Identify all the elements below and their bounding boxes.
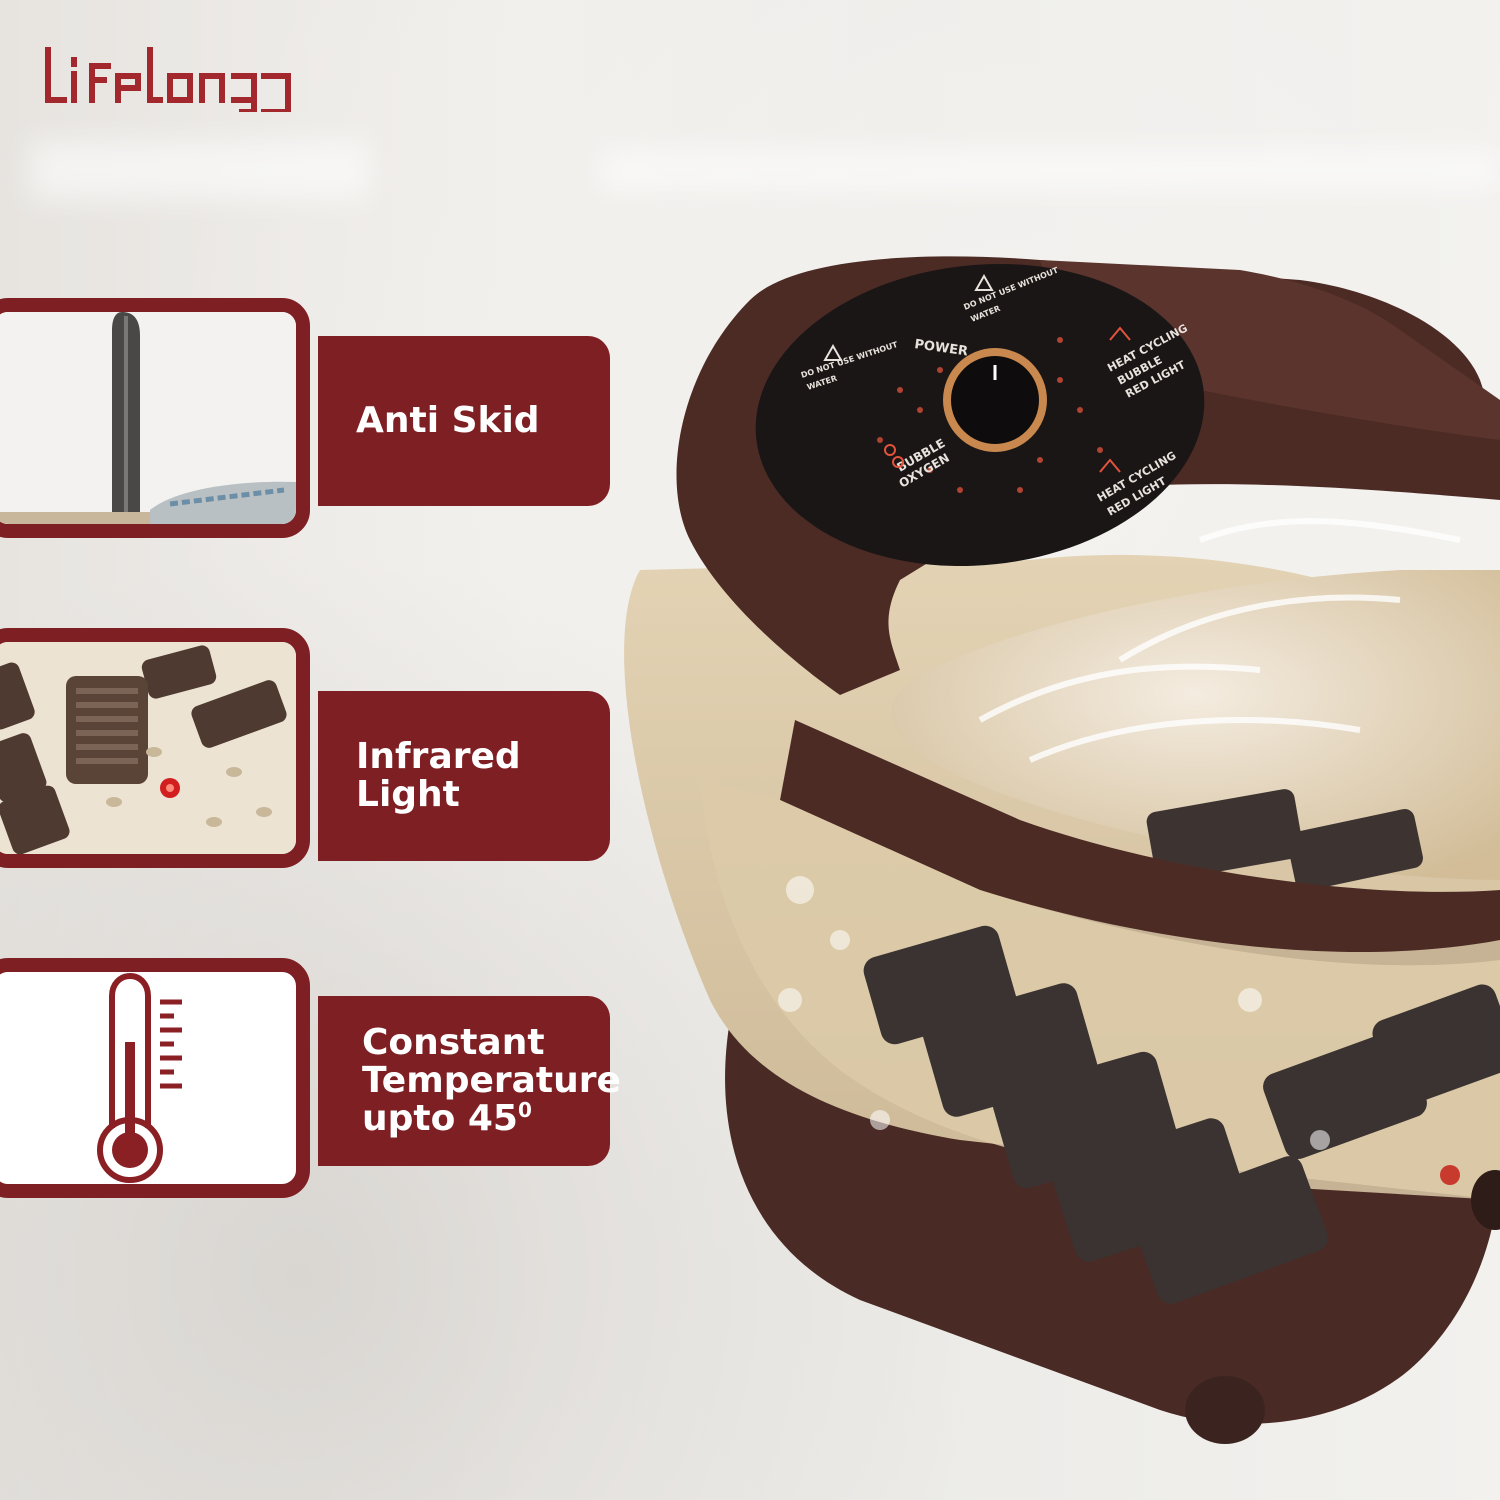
warning-icon bbox=[974, 273, 994, 291]
bubble-icon bbox=[884, 444, 896, 456]
heat-icon bbox=[1109, 326, 1131, 341]
power-label: POWER bbox=[913, 337, 968, 359]
background-shelf bbox=[600, 150, 1500, 190]
thermometer-photo bbox=[0, 958, 310, 1198]
warning-icon bbox=[823, 343, 843, 361]
feature-text: Constant Temperature upto 450 bbox=[362, 1022, 621, 1139]
background-shelf bbox=[30, 140, 370, 200]
feature-text: Infrared Light bbox=[356, 736, 521, 815]
feature-label-temperature: Constant Temperature upto 450 bbox=[318, 996, 621, 1166]
infrared-light-photo bbox=[0, 628, 310, 868]
foot-spa-product: POWER DO NOT USE WITHOUT WATER DO NOT US… bbox=[624, 256, 1500, 1444]
feature-text: Anti Skid bbox=[356, 400, 540, 441]
heat-icon bbox=[1099, 458, 1121, 473]
anti-skid-photo bbox=[0, 298, 310, 538]
feature-label-infrared: Infrared Light bbox=[318, 691, 610, 861]
feature-label-anti-skid: Anti Skid bbox=[318, 336, 610, 506]
lifelong-logo bbox=[45, 47, 291, 112]
thermometer-icon bbox=[97, 972, 182, 1183]
